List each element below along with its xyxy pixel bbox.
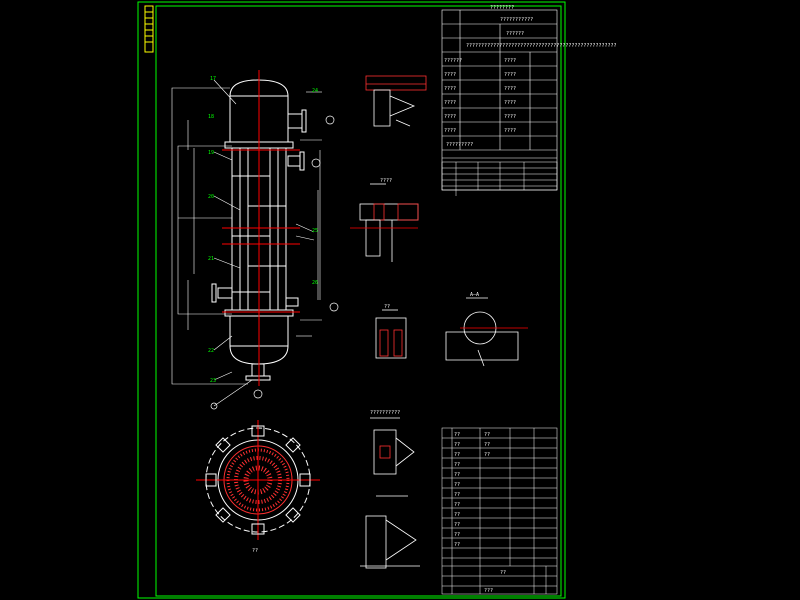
- detail-1: [365, 75, 427, 127]
- title-row: ??????: [444, 58, 462, 64]
- mark-26: 26: [312, 280, 318, 286]
- item-marks: 17 18 19 20 21 22 23 24 25 26: [208, 76, 318, 384]
- detail-4: [370, 417, 415, 475]
- inner-frame: [155, 5, 562, 597]
- detail-2: [350, 183, 419, 262]
- parts-row: ??: [454, 432, 460, 438]
- section-a-a: [445, 297, 528, 367]
- detail-label-1: ????: [380, 178, 392, 184]
- parts-row: ??: [454, 442, 460, 448]
- title-row: ????: [504, 128, 516, 134]
- bottom-block-row: ??: [500, 570, 506, 576]
- mark-25: 25: [312, 228, 318, 234]
- parts-rows: ?? ?? ?? ?? ?? ?? ?? ?? ?? ?? ?? ?? ?? ?…: [454, 432, 490, 548]
- parts-row: ??: [454, 452, 460, 458]
- title-row: ????: [504, 114, 516, 120]
- parts-row: ??: [454, 472, 460, 478]
- weld-detail-label: ??????????: [370, 410, 400, 416]
- mark-21: 21: [208, 256, 214, 262]
- title-row: ????: [444, 100, 456, 106]
- title-row: ????: [504, 58, 516, 64]
- vessel-centerlines: [222, 70, 300, 386]
- leader-lines: [213, 79, 315, 407]
- title-rows: ?????? ???? ???? ???? ???? ???? ???? ???…: [444, 58, 516, 134]
- title-block-header: ????????: [490, 5, 514, 11]
- nozzle-table: [441, 161, 558, 196]
- outer-frame: [137, 1, 566, 599]
- parts-list: [441, 427, 558, 595]
- mark-22: 22: [208, 348, 214, 354]
- plan-view: [196, 420, 320, 540]
- title-row: ????: [444, 86, 456, 92]
- title-row: ????: [444, 128, 456, 134]
- mark-17: 17: [210, 76, 216, 82]
- parts-row: ??: [454, 542, 460, 548]
- detail-label-2: ??: [384, 304, 390, 310]
- scale-legend: [144, 5, 154, 53]
- title-block-upper: [441, 9, 558, 191]
- title-row: ????: [504, 100, 516, 106]
- mark-23: 23: [210, 378, 216, 384]
- parts-row: ??: [454, 512, 460, 518]
- title-row: ????: [444, 72, 456, 78]
- mark-24: 24: [312, 88, 318, 94]
- title-row: ????: [504, 86, 516, 92]
- mark-20: 20: [208, 194, 214, 200]
- parts-row: ??: [454, 532, 460, 538]
- parts-row: ??: [484, 442, 490, 448]
- detail-3: [375, 309, 407, 359]
- sheet-title: ???????????: [500, 17, 533, 23]
- parts-row: ??: [454, 522, 460, 528]
- tech-req-note: ????????????????????????????????????????…: [466, 43, 617, 49]
- parts-row: ??: [454, 482, 460, 488]
- bottom-block-text: ???: [484, 588, 493, 594]
- parts-row: ??: [454, 492, 460, 498]
- detail-5: [360, 495, 420, 569]
- dimension-lines: [171, 87, 322, 385]
- sub-title: ??????: [506, 31, 524, 37]
- mark-19: 19: [208, 150, 214, 156]
- plan-view-label: ??: [252, 548, 258, 554]
- title-row: ????: [504, 72, 516, 78]
- parts-row: ??: [454, 462, 460, 468]
- parts-row: ??: [484, 432, 490, 438]
- parts-row: ??: [454, 502, 460, 508]
- section-label: A—A: [470, 292, 479, 298]
- parts-row: ??: [484, 452, 490, 458]
- nozzle-tags: [210, 115, 339, 410]
- stamp-top: ?????????: [446, 142, 473, 148]
- title-row: ????: [444, 114, 456, 120]
- mark-18: 18: [208, 114, 214, 120]
